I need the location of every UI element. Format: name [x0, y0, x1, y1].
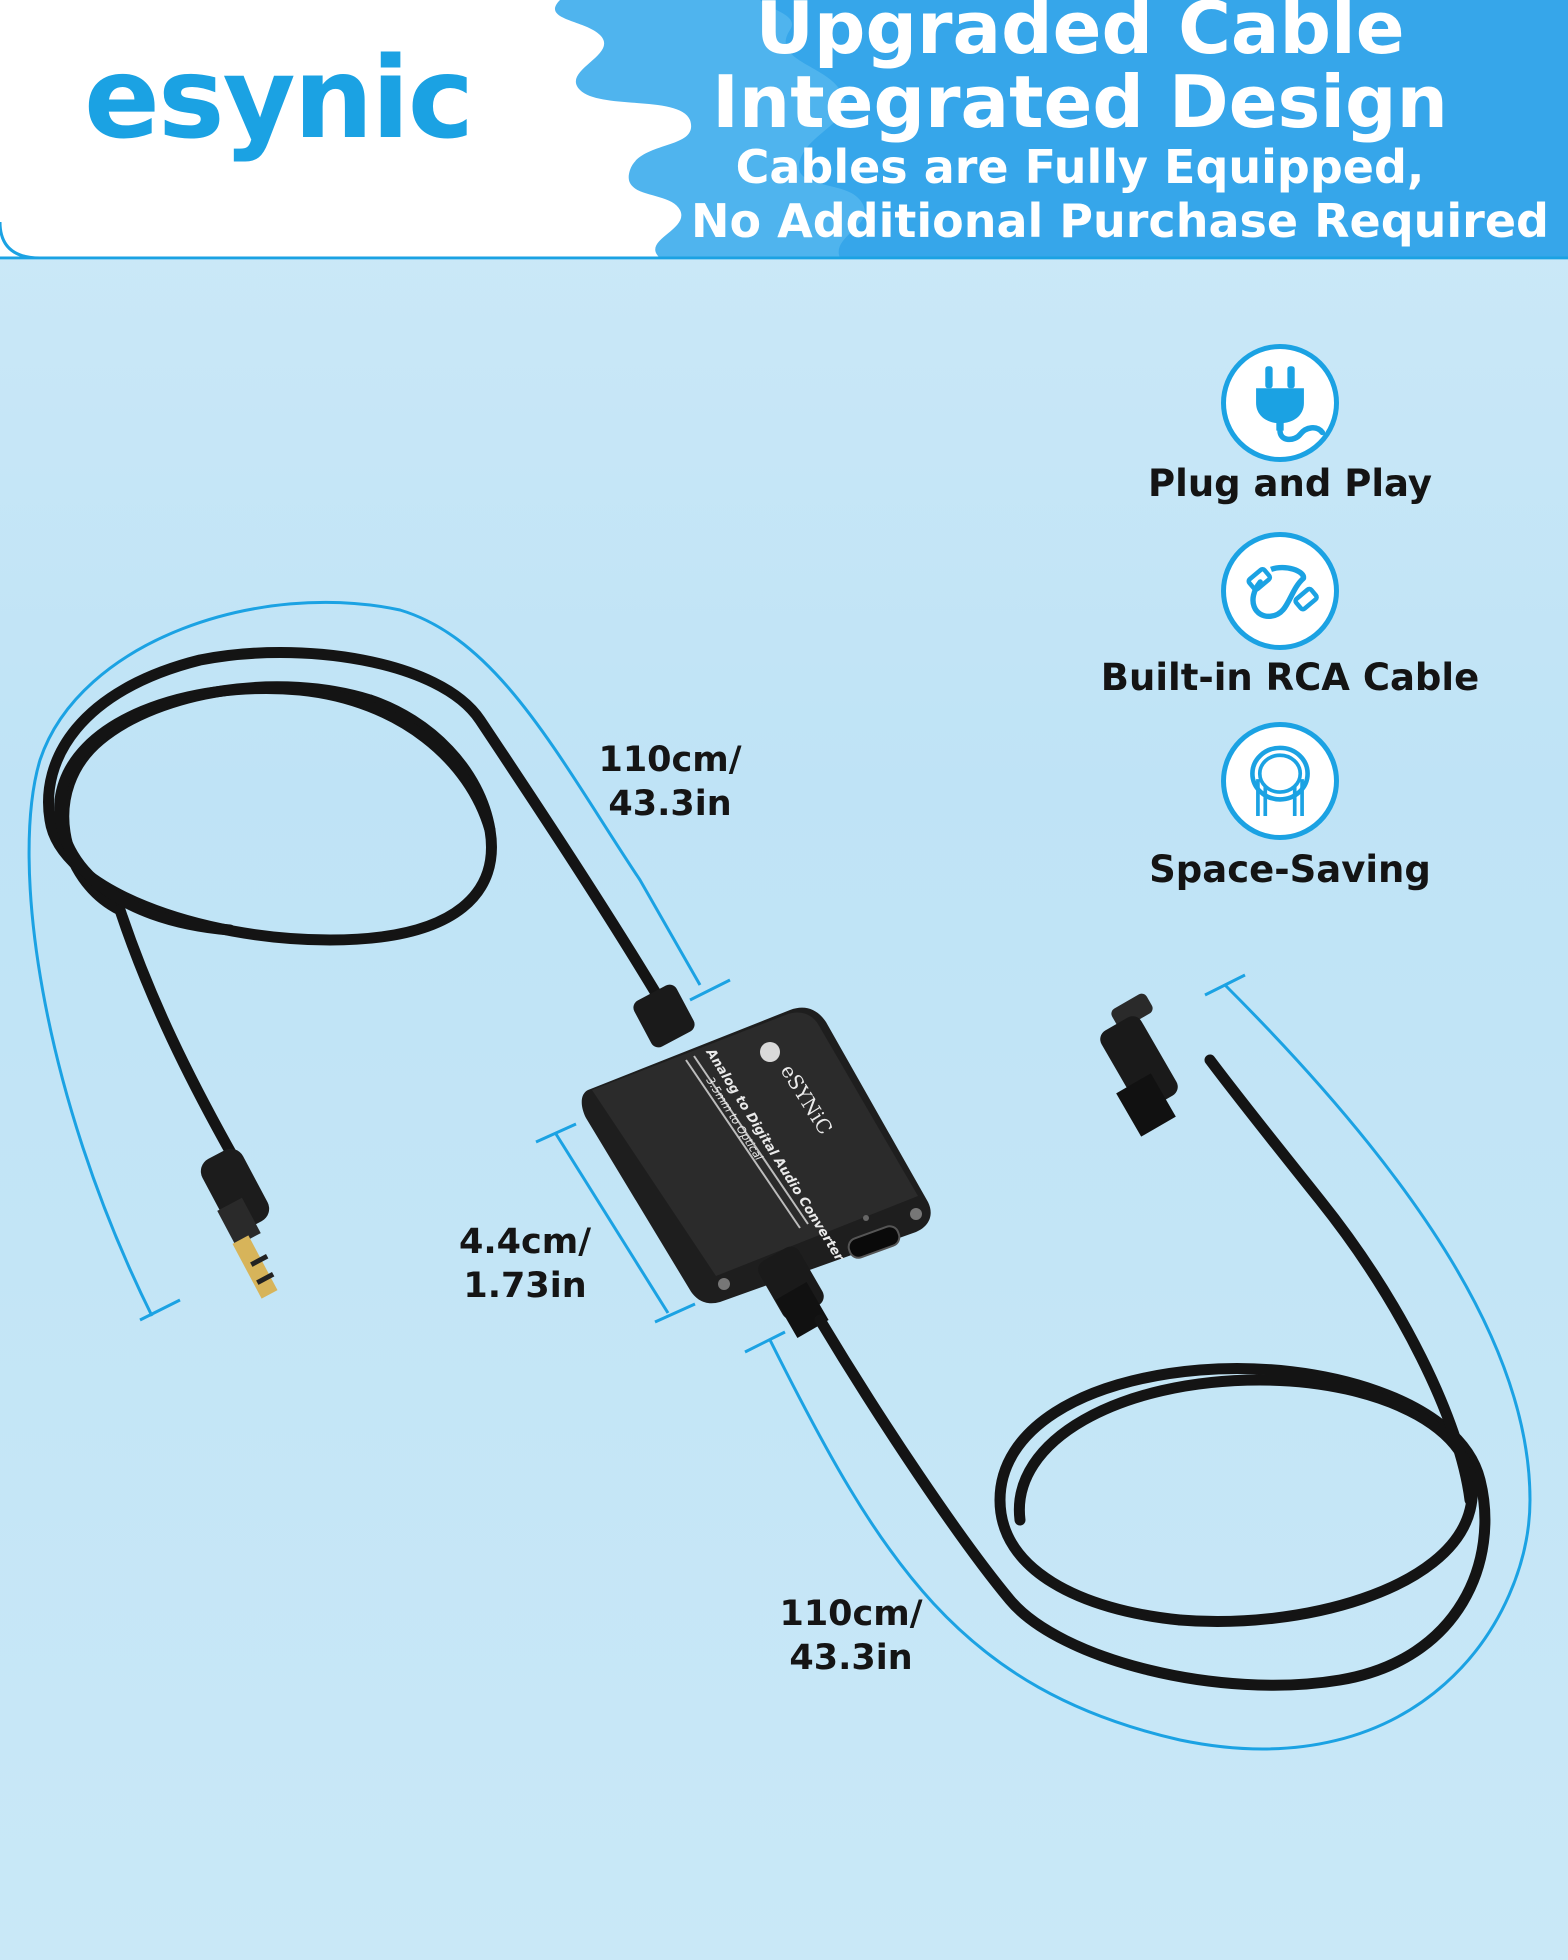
audio-jack-3-5mm [200, 1148, 278, 1299]
device-dimension-tick-top [535, 1122, 577, 1144]
plug-icon [1221, 344, 1339, 462]
dimension-bottom-cable-cm: 110cm/ [779, 1594, 923, 1634]
headline-line-2: Integrated Design [712, 60, 1448, 144]
dimension-top-cable: 110cm/ 43.3in [585, 738, 755, 826]
dimension-bottom-cable-in: 43.3in [789, 1638, 913, 1678]
optical-plug-device [758, 1246, 829, 1339]
subheadline-line-1: Cables are Fully Equipped, [735, 140, 1425, 194]
bottom-cable [814, 1054, 1491, 1691]
optical-plug-top [1100, 993, 1178, 1137]
dimension-device-cm: 4.4cm/ [458, 1222, 591, 1262]
top-cable-dimension-tick-end [139, 1298, 181, 1322]
feature-label-plug-and-play: Plug and Play [1148, 462, 1432, 505]
subheadline-line-2: No Additional Purchase Required [691, 194, 1549, 248]
device-strain-relief-top [633, 984, 695, 1048]
top-cable-dimension-tick-start [689, 978, 731, 1002]
device-dimension-tick-bottom [654, 1302, 696, 1324]
headline-line-1: Upgraded Cable [755, 0, 1405, 70]
dimension-device: 4.4cm/ 1.73in [445, 1220, 605, 1308]
top-cable-dimension-outline [27, 600, 702, 1317]
bottom-cable-dimension-tick-start [744, 1330, 786, 1354]
device-dimension-line [554, 1133, 670, 1314]
brand-logo: esynic [84, 34, 474, 164]
cable-icon [1221, 532, 1339, 650]
bottom-cable-dimension-outline [768, 983, 1532, 1751]
dimension-bottom-cable: 110cm/ 43.3in [766, 1592, 936, 1680]
dimension-top-cable-in: 43.3in [608, 784, 732, 824]
coil-icon [1221, 722, 1339, 840]
feature-label-space-saving: Space-Saving [1149, 848, 1431, 891]
dimension-device-in: 1.73in [463, 1266, 587, 1306]
feature-label-built-in-rca-cable: Built-in RCA Cable [1100, 656, 1480, 699]
converter-box: eSYNiC Analog to Digital Audio Converter… [581, 1007, 931, 1304]
dimension-top-cable-cm: 110cm/ [598, 740, 742, 780]
header-background [0, 0, 1568, 260]
top-cable [43, 647, 666, 1166]
product-illustration: eSYNiC Analog to Digital Audio Converter… [27, 600, 1532, 1751]
bottom-cable-dimension-tick-end [1204, 973, 1246, 997]
